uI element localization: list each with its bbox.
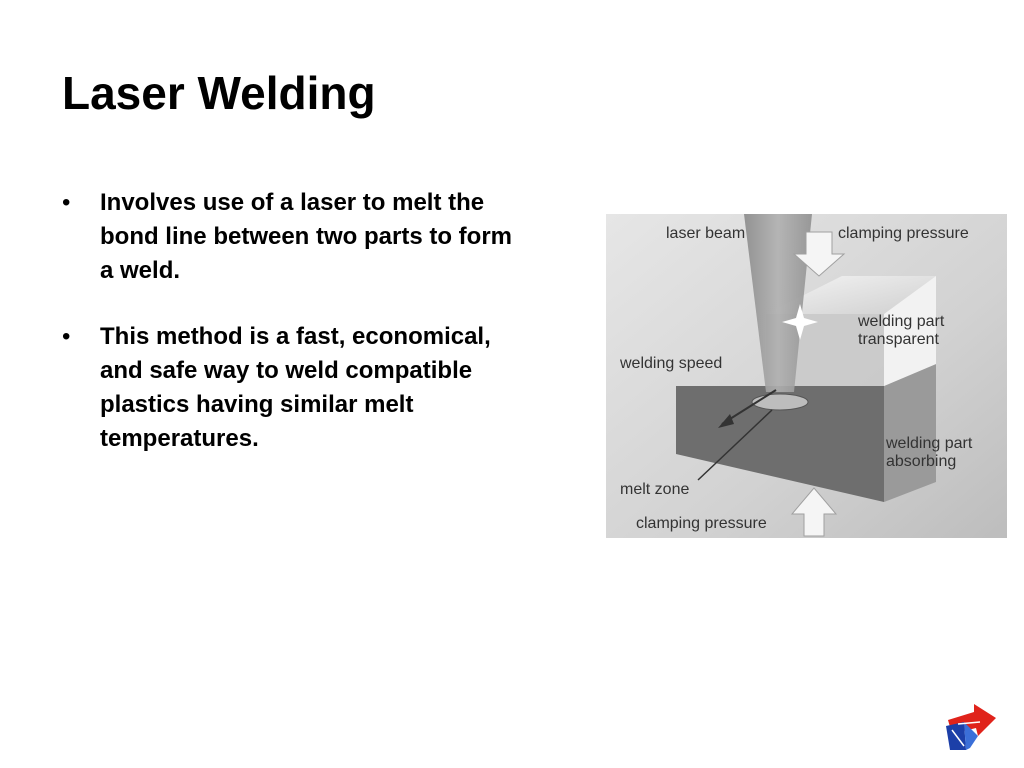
absorbing-block-side: [884, 364, 936, 502]
laser-beam-shape: [744, 214, 812, 392]
slide-title: Laser Welding: [62, 67, 376, 119]
label-absorbing: absorbing: [886, 453, 956, 470]
label-laser-beam: laser beam: [666, 225, 745, 242]
melt-zone-pointer: [697, 409, 773, 481]
bullet-item: • This method is a fast, economical, and…: [62, 320, 522, 456]
bullet-text: Involves use of a laser to melt the bond…: [100, 189, 513, 284]
transparent-block-top: [766, 276, 936, 314]
clamping-pressure-up-arrow-icon: [790, 487, 838, 537]
absorbing-block-front: [676, 386, 884, 502]
label-clamping-pressure-bottom: clamping pressure: [636, 515, 767, 532]
label-welding-speed: welding speed: [619, 355, 722, 372]
bullet-symbol: •: [62, 323, 71, 350]
welding-speed-arrow-head: [718, 414, 734, 428]
label-transparent: transparent: [858, 331, 939, 348]
label-welding-part-transparent: welding part: [857, 313, 945, 330]
bullet-symbol: •: [62, 189, 71, 216]
sparkle-icon: [782, 304, 818, 340]
laser-welding-diagram: laser beam clamping pressure welding par…: [606, 214, 1007, 538]
label-welding-part-absorbing: welding part: [885, 435, 973, 452]
clamping-pressure-down-arrow-icon: [792, 231, 846, 277]
arrow-logo-icon: [944, 700, 998, 752]
laser-welding-illustration: laser beam clamping pressure welding par…: [606, 214, 1007, 538]
label-melt-zone: melt zone: [620, 481, 689, 498]
bullet-text: This method is a fast, economical, and s…: [100, 323, 491, 452]
bullet-list: • Involves use of a laser to melt the bo…: [62, 186, 522, 488]
transparent-block-side: [884, 276, 936, 386]
label-clamping-pressure-top: clamping pressure: [838, 225, 969, 242]
bullet-item: • Involves use of a laser to melt the bo…: [62, 186, 522, 288]
melt-zone-shape: [751, 393, 809, 411]
logo-blue-accent: [964, 722, 978, 750]
